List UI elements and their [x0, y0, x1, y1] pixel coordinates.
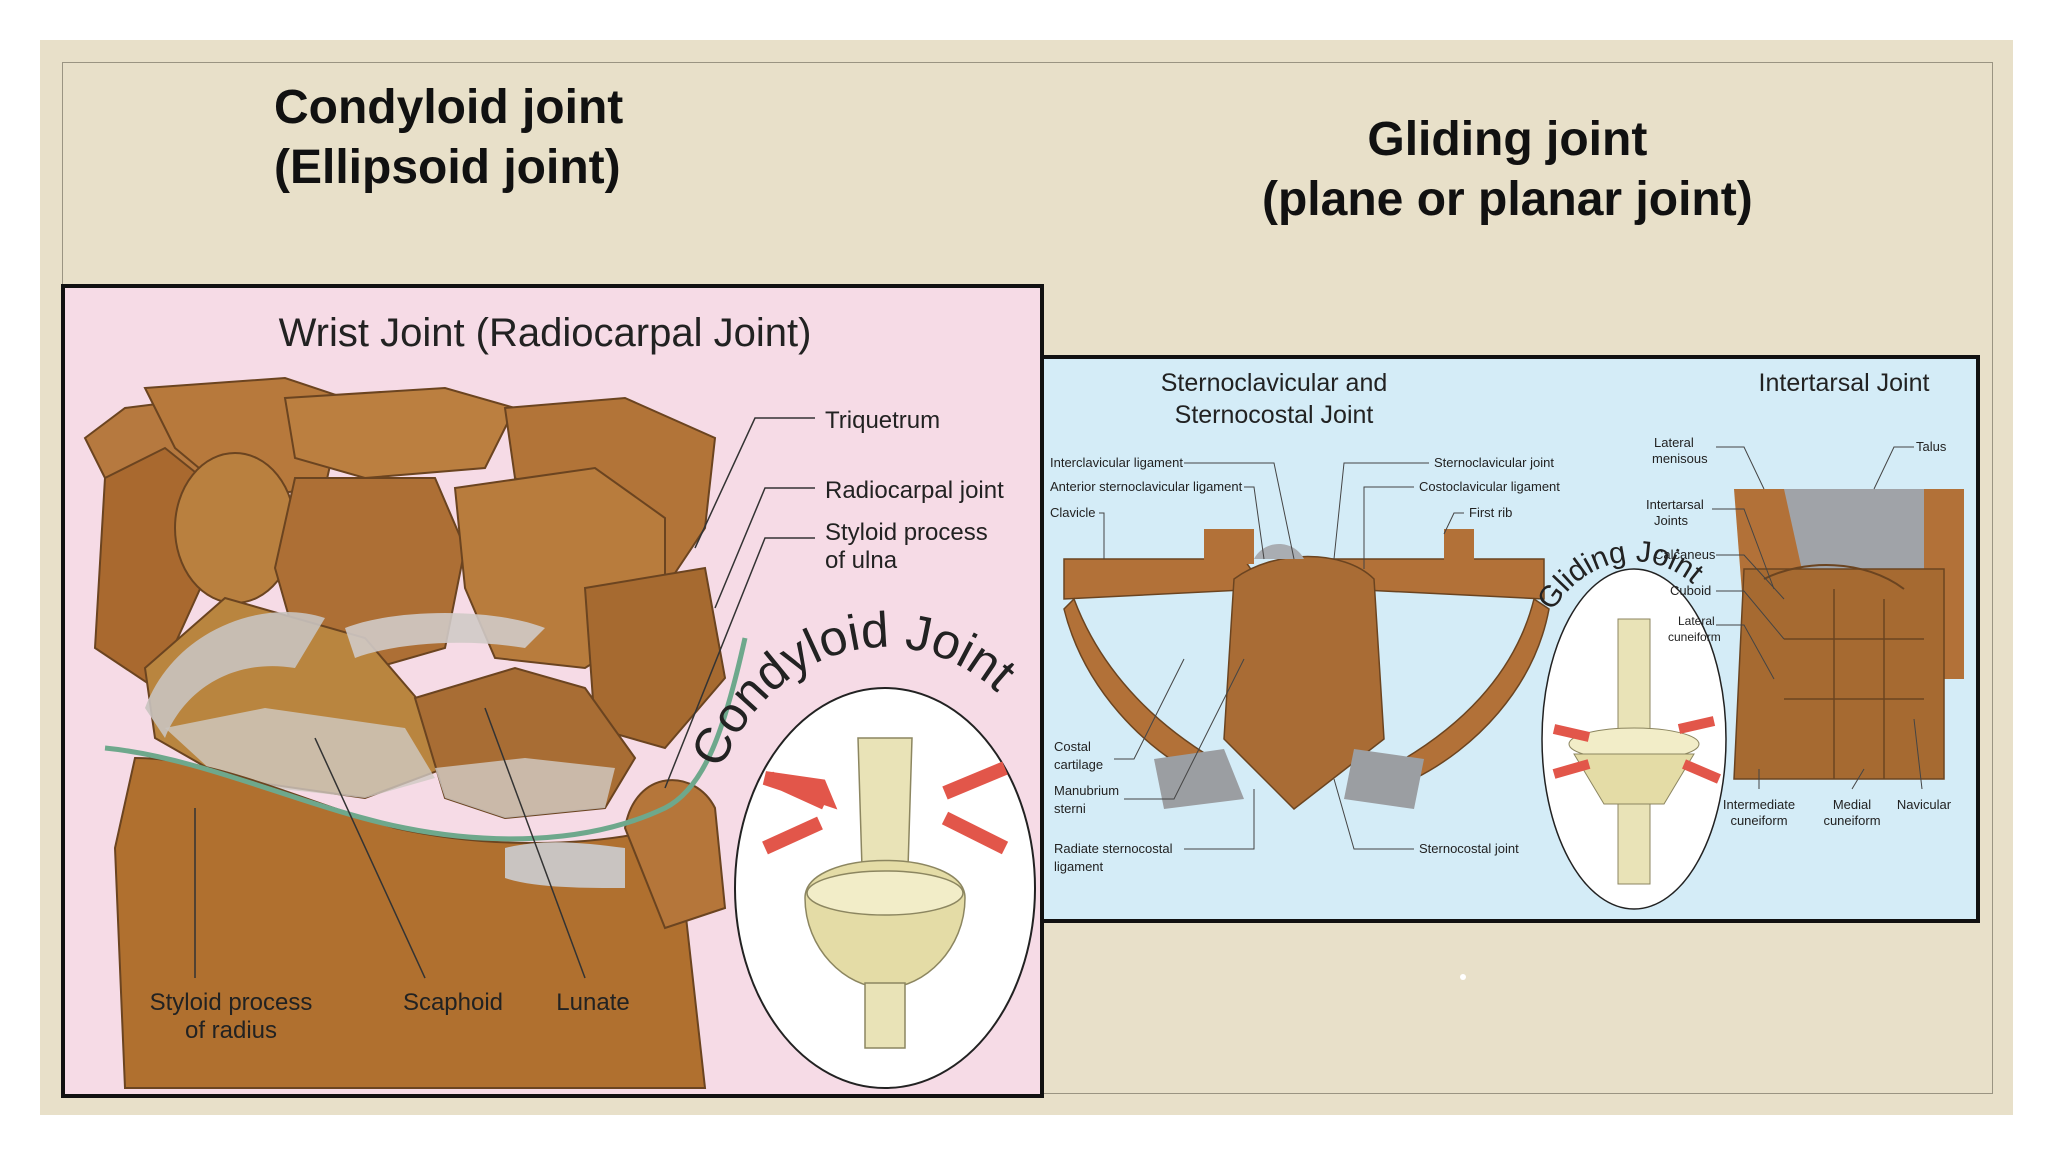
sterno-leaders	[1099, 462, 1464, 850]
label-manubrium-2: sterni	[1054, 801, 1086, 816]
gliding-title-line1: Gliding joint	[1367, 113, 1648, 166]
gliding-joint-diagram: Sternoclavicular and Sternocostal Joint …	[1040, 355, 1980, 923]
label-costal-2: cartilage	[1054, 757, 1103, 772]
label-talus: Talus	[1916, 439, 1947, 454]
gliding-joint-badge: Gliding Joint	[1531, 535, 1727, 910]
intertarsal-heading: Intertarsal Joint	[1759, 369, 1930, 397]
label-radiocarpal-joint: Radiocarpal joint	[825, 477, 1004, 504]
label-interclavicular: Interclavicular ligament	[1050, 455, 1183, 470]
condyloid-title-line1: Condyloid joint	[274, 81, 624, 134]
label-styloid-radius-2: of radius	[185, 1017, 277, 1044]
label-first-rib: First rib	[1469, 505, 1512, 520]
radiocarpal-joint-line	[104, 637, 748, 842]
foot-illustration	[1733, 489, 1964, 780]
foot-leaders	[1712, 446, 1923, 790]
label-styloid-ulna-2: of ulna	[825, 547, 898, 574]
label-sternocostal-joint: Sternocostal joint	[1419, 841, 1519, 856]
label-medial-1: Medial	[1833, 797, 1871, 812]
ulna-cartilage	[505, 842, 625, 888]
condyloid-title-line2: (Ellipsoid joint)	[274, 141, 621, 194]
label-navicular: Navicular	[1897, 797, 1952, 812]
decorative-dot	[1460, 974, 1466, 980]
label-lunate: Lunate	[556, 989, 629, 1016]
label-lat-cuneiform-1: Lateral	[1678, 614, 1715, 628]
label-styloid-ulna-1: Styloid process	[825, 519, 988, 546]
label-lat-cuneiform-2: cuneiform	[1668, 630, 1721, 644]
label-costal-1: Costal	[1054, 739, 1091, 754]
label-intertarsal-2: Joints	[1654, 513, 1688, 528]
label-triquetrum: Triquetrum	[825, 407, 940, 434]
label-anterior-sterno: Anterior sternoclavicular ligament	[1050, 479, 1243, 494]
carpal-bones	[83, 376, 727, 820]
label-cuboid: Cuboid	[1670, 583, 1711, 598]
condyloid-title: Condyloid joint (Ellipsoid joint)	[274, 78, 623, 198]
sternum-illustration	[1063, 529, 1550, 810]
condyloid-joint-badge: Condyloid Joint	[680, 602, 1036, 1089]
label-radiate-1: Radiate sternocostal	[1054, 841, 1173, 856]
wrist-heading: Wrist Joint (Radiocarpal Joint)	[279, 311, 812, 355]
gliding-illustration: Sternoclavicular and Sternocostal Joint …	[1050, 369, 1964, 910]
gliding-title-line2: (plane or planar joint)	[1262, 173, 1753, 226]
label-radiate-2: ligament	[1054, 859, 1104, 874]
label-lateral-menisous-1: Lateral	[1654, 435, 1694, 450]
label-styloid-radius-1: Styloid process	[150, 989, 313, 1016]
label-medial-2: cuneiform	[1823, 813, 1880, 828]
wrist-joint-diagram: Wrist Joint (Radiocarpal Joint)	[61, 284, 1044, 1098]
label-calcaneus: Calcaneus	[1654, 547, 1716, 562]
label-intermediate-2: cuneiform	[1730, 813, 1787, 828]
label-scaphoid: Scaphoid	[403, 989, 503, 1016]
label-lateral-menisous-2: menisous	[1652, 451, 1708, 466]
leader-lines	[194, 417, 815, 979]
label-intertarsal-1: Intertarsal	[1646, 497, 1704, 512]
label-costoclavicular: Costoclavicular ligament	[1419, 479, 1560, 494]
gliding-title: Gliding joint (plane or planar joint)	[1262, 110, 1753, 230]
sterno-heading-2: Sternocostal Joint	[1175, 401, 1374, 429]
sterno-heading-1: Sternoclavicular and	[1161, 369, 1388, 397]
label-manubrium-1: Manubrium	[1054, 783, 1119, 798]
label-sternoclavicular-joint: Sternoclavicular joint	[1434, 455, 1554, 470]
label-clavicle: Clavicle	[1050, 505, 1096, 520]
label-intermediate-1: Intermediate	[1723, 797, 1795, 812]
wrist-illustration: Wrist Joint (Radiocarpal Joint)	[83, 311, 1036, 1089]
